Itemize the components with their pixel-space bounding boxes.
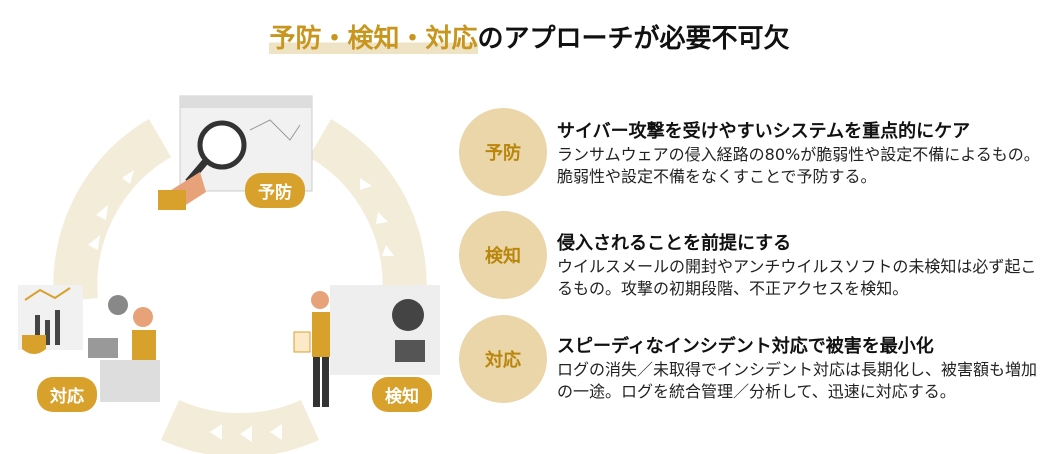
item-body: ランサムウェアの侵入経路の80%が脆弱性や設定不備によるもの。脆弱性や設定不備を… [557,145,1040,186]
ring-segment-bottom [160,399,320,454]
page-title: 予防・検知・対応のアプローチが必要不可欠 [0,18,1059,55]
respond-illustration [18,285,160,402]
chevron-icon [210,424,222,440]
title-rest: のアプローチが必要不可欠 [477,24,790,54]
ring-segment-right [308,118,427,302]
item-circle-detect: 検知 [459,211,547,299]
item-heading: 侵入されることを前提にする [557,233,792,254]
cycle-diagram [18,95,440,454]
item-body: ログの消失／未取得でインシデント対応は長期化し、被害額も増加の一途。ログを統合管… [557,360,1038,401]
chevron-icon [96,205,108,220]
ring-segment-left [53,118,172,302]
badge-detect: 検知 [372,377,432,412]
item-circle-respond: 対応 [459,315,547,403]
badge-prevent: 予防 [245,173,305,208]
title-highlight: 予防・検知・対応 [269,24,478,54]
chevron-icon [382,245,394,256]
item-heading: サイバー攻撃を受けやすいシステムを重点的にケア [557,121,971,142]
chevron-icon [360,178,372,190]
item-detect: 侵入されることを前提にする ウイルスメールの開封やアンチウイルスソフトの未検知は… [557,232,1052,300]
chevron-icon [88,235,100,250]
chevron-icon [122,170,134,184]
item-prevent: サイバー攻撃を受けやすいシステムを重点的にケア ランサムウェアの侵入経路の80%… [557,120,1052,188]
chevron-icon [270,424,282,440]
detect-illustration [293,285,440,407]
item-circle-prevent: 予防 [459,108,547,196]
chevron-icon [376,212,388,224]
item-heading: スピーディなインシデント対応で被害を最小化 [557,336,934,357]
prevent-illustration [158,95,313,210]
badge-respond: 対応 [37,377,97,412]
item-body: ウイルスメールの開封やアンチウイルスソフトの未検知は必ず起こるもの。攻撃の初期段… [557,257,1037,298]
chevron-icon [240,426,252,442]
item-respond: スピーディなインシデント対応で被害を最小化 ログの消失／未取得でインシデント対応… [557,335,1052,403]
